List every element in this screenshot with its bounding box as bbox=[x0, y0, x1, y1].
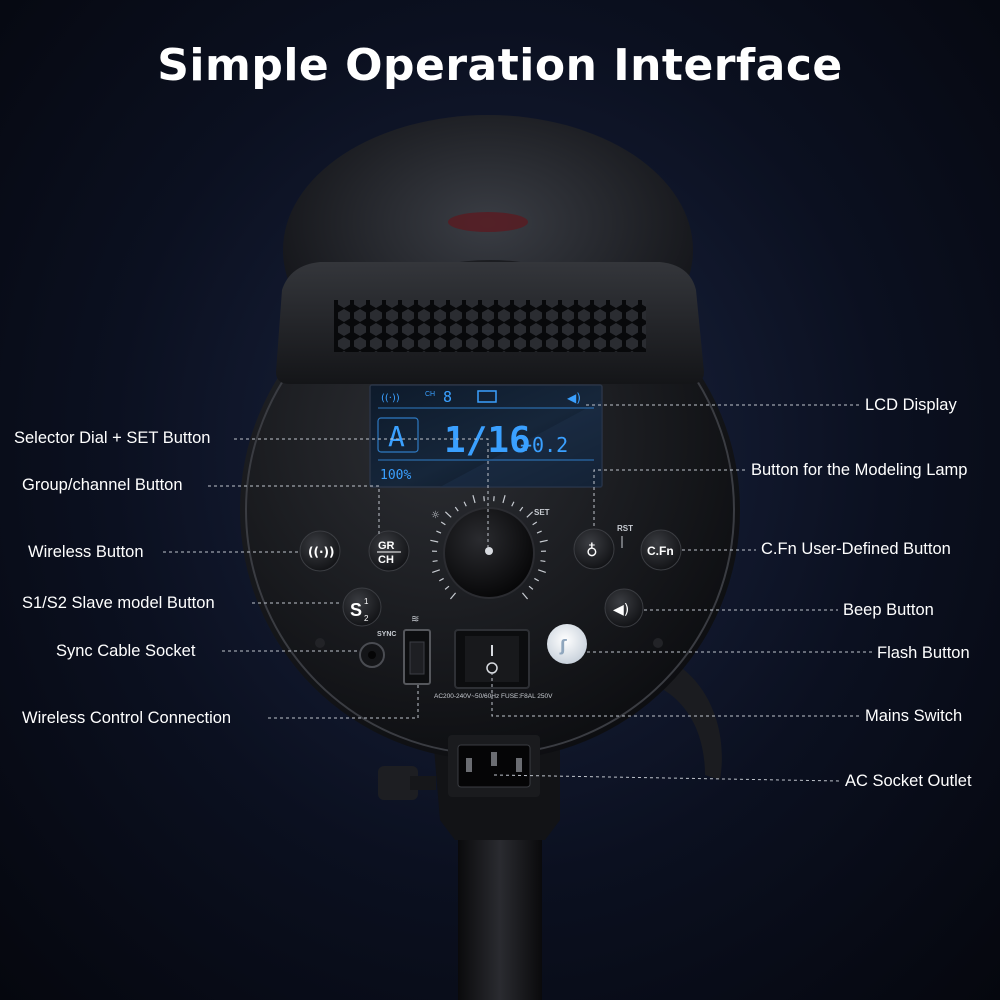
lcd-percent: 100% bbox=[380, 468, 411, 483]
label-cfn: C.Fn User-Defined Button bbox=[761, 540, 951, 558]
gr-label: GR bbox=[378, 540, 395, 552]
dial-tick bbox=[519, 506, 524, 512]
lcd-wireless-icon: ((·)) bbox=[381, 393, 400, 404]
dial-tick bbox=[430, 539, 439, 543]
dial-tick bbox=[444, 511, 452, 518]
s-sub: 2 bbox=[364, 614, 369, 623]
slave-mode-button[interactable] bbox=[342, 587, 382, 627]
label-slave-mode: S1/S2 Slave model Button bbox=[22, 594, 215, 612]
dial-tick bbox=[511, 501, 515, 507]
beep-button[interactable] bbox=[604, 588, 644, 628]
s-sup: 1 bbox=[364, 597, 369, 606]
label-selector-dial: Selector Dial + SET Button bbox=[14, 429, 211, 447]
lcd-mode: A bbox=[388, 420, 405, 453]
modeling-lamp-button[interactable] bbox=[573, 528, 615, 570]
dial-tick bbox=[502, 495, 506, 504]
set-button[interactable] bbox=[485, 547, 493, 555]
dial-tick bbox=[540, 560, 546, 563]
dial-tick bbox=[528, 585, 534, 590]
label-modeling-lamp: Button for the Modeling Lamp bbox=[751, 461, 968, 479]
label-beep: Beep Button bbox=[843, 601, 934, 619]
page-title: Simple Operation Interface bbox=[157, 40, 843, 91]
label-lcd: LCD Display bbox=[865, 396, 957, 414]
dial-tick bbox=[472, 495, 476, 504]
rst-label: RST bbox=[617, 524, 633, 533]
wireless-icon: ((·)) bbox=[308, 545, 335, 559]
stand-pole bbox=[458, 830, 542, 1000]
dial-tick bbox=[532, 521, 538, 526]
dial-tick bbox=[432, 560, 438, 563]
dial-tick bbox=[440, 521, 446, 526]
label-mains: Mains Switch bbox=[865, 707, 963, 725]
flash-button[interactable] bbox=[547, 624, 587, 664]
dial-tick bbox=[539, 539, 548, 543]
lcd-channel: 8 bbox=[443, 388, 452, 406]
leader-lines bbox=[163, 404, 872, 782]
dial-tick bbox=[463, 501, 467, 507]
lcd-battery-icon bbox=[477, 390, 497, 403]
usb-wifi-icon: ≋ bbox=[411, 614, 419, 625]
label-sync-socket: Sync Cable Socket bbox=[56, 642, 196, 660]
dial-tick bbox=[521, 592, 529, 600]
dial-lamp-icon: ☼ bbox=[431, 510, 440, 521]
lcd-ch-label: CH bbox=[425, 391, 435, 398]
group-channel-button[interactable] bbox=[368, 530, 410, 572]
lcd-power: 1/16 bbox=[444, 420, 531, 461]
dial-set-label: SET bbox=[534, 508, 550, 517]
dial-tick bbox=[454, 506, 459, 512]
dial-tick bbox=[534, 577, 540, 582]
dial-tick bbox=[436, 530, 442, 534]
dial-tick bbox=[526, 511, 534, 518]
dial-tick bbox=[536, 530, 542, 534]
dial-ticks bbox=[430, 495, 548, 600]
s-label: S bbox=[350, 600, 362, 620]
rating-label: AC200-240V~50/60Hz FUSE:F8AL 250V bbox=[434, 693, 553, 700]
label-flash: Flash Button bbox=[877, 644, 970, 662]
dial-tick bbox=[449, 592, 457, 600]
flash-icon: ʃ bbox=[559, 636, 567, 655]
cfn-label: C.Fn bbox=[647, 544, 674, 558]
lcd-speaker-icon: ◀) bbox=[567, 391, 581, 405]
label-ac-socket: AC Socket Outlet bbox=[845, 772, 972, 790]
cfn-button[interactable] bbox=[640, 529, 682, 571]
cooling-vent bbox=[334, 300, 646, 352]
label-wireless-control: Wireless Control Connection bbox=[22, 709, 232, 727]
dial-tick bbox=[444, 585, 450, 590]
dial-tick bbox=[438, 577, 444, 582]
sync-label: SYNC bbox=[377, 631, 396, 638]
lamp-icon: ♁ bbox=[586, 541, 598, 560]
ch-label: CH bbox=[378, 554, 394, 566]
dial-tick bbox=[432, 569, 440, 573]
label-wireless: Wireless Button bbox=[28, 543, 144, 561]
label-group-channel: Group/channel Button bbox=[22, 476, 183, 494]
lcd-compensation: +0.2 bbox=[520, 433, 568, 457]
mount-knob[interactable] bbox=[378, 766, 418, 800]
dial-tick bbox=[538, 569, 546, 573]
wireless-button[interactable] bbox=[299, 530, 341, 572]
beep-icon: ◀) bbox=[613, 602, 629, 618]
